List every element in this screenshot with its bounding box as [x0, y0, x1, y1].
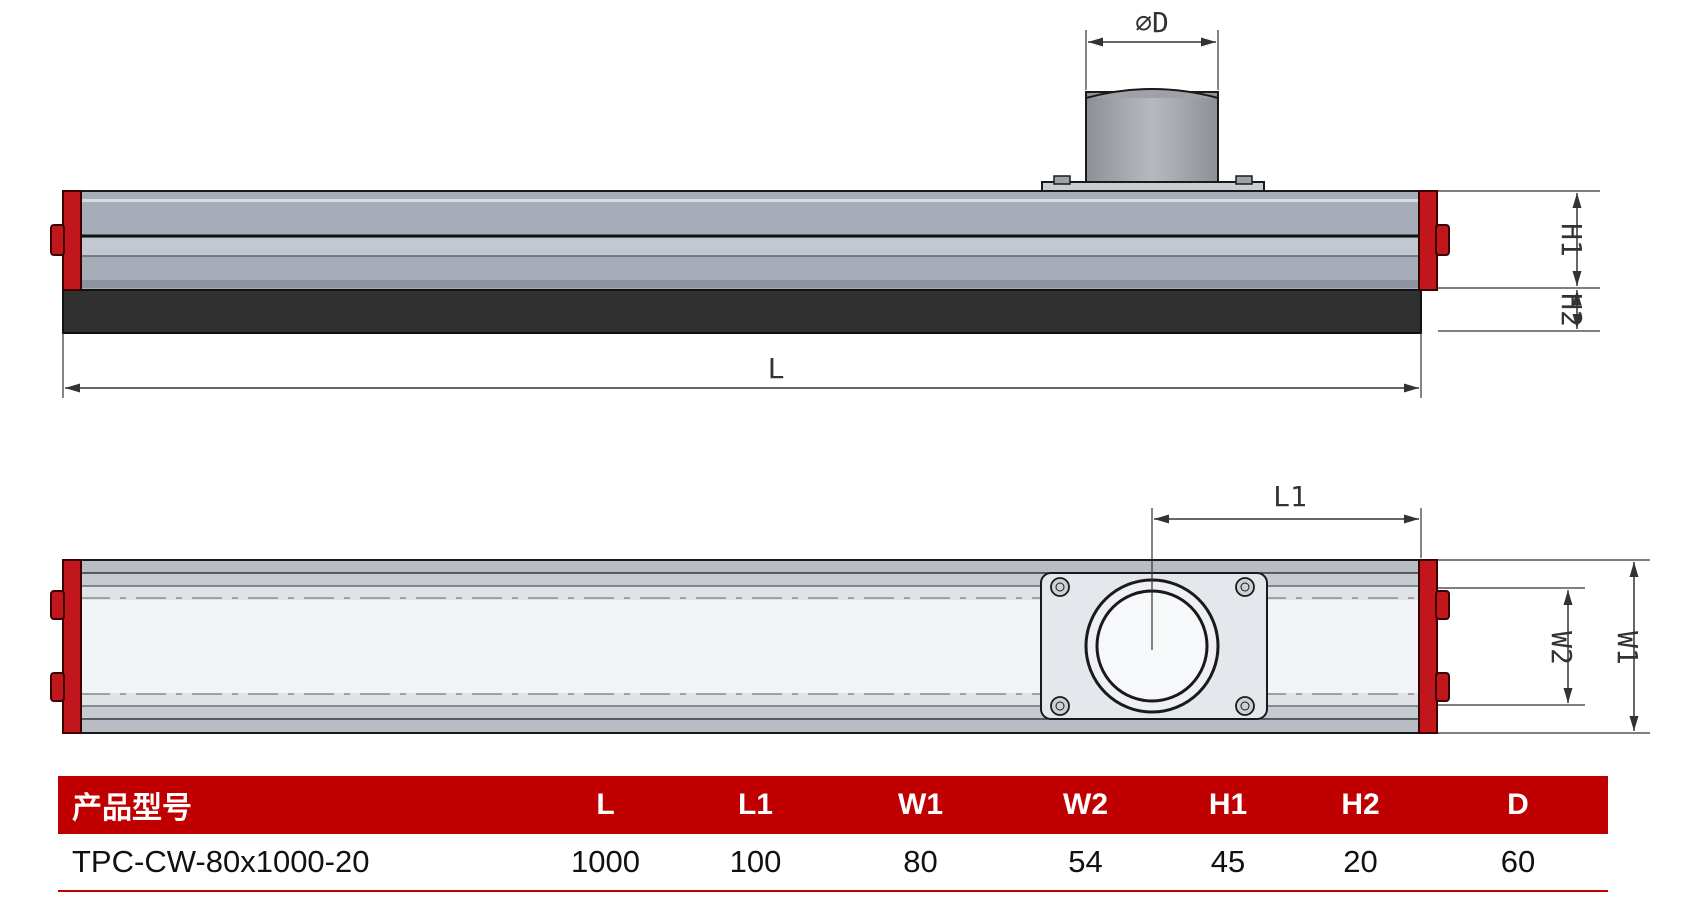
header-h2: H2 [1293, 776, 1428, 834]
dimension-l1: L1 [1151, 480, 1422, 650]
nozzle-flange [1040, 572, 1268, 720]
cell-l1: 100 [678, 834, 833, 892]
profile-body [79, 190, 1421, 291]
h2-label: H2 [1555, 293, 1588, 327]
top-end-cap-right [1418, 559, 1450, 734]
header-w2: W2 [1008, 776, 1163, 834]
dimension-length: L [62, 333, 1422, 398]
cell-h2: 20 [1293, 834, 1428, 892]
h1-label: H1 [1555, 223, 1588, 257]
top-end-cap-left [50, 559, 82, 734]
diameter-label: ∅D [1135, 6, 1169, 39]
header-l: L [533, 776, 678, 834]
w1-label: W1 [1611, 631, 1644, 665]
nozzle [1041, 88, 1265, 193]
table-row: TPC-CW-80x1000-20 1000 100 80 54 45 20 6… [58, 834, 1608, 892]
end-cap-left [50, 190, 82, 291]
cell-l: 1000 [533, 834, 678, 892]
length-label: L [768, 352, 785, 385]
dimension-width: W2 W1 [1438, 559, 1650, 734]
cell-w2: 54 [1008, 834, 1163, 892]
cell-model: TPC-CW-80x1000-20 [58, 834, 533, 892]
technical-drawing: ∅D L H1 H2 [50, 6, 1650, 734]
header-model: 产品型号 [58, 776, 533, 834]
header-w1: W1 [833, 776, 1008, 834]
l1-label: L1 [1273, 480, 1307, 513]
spec-table: 产品型号 L L1 W1 W2 H1 H2 D TPC-CW-80x1000-2… [58, 776, 1608, 892]
top-view: L1 W2 W1 [50, 480, 1650, 734]
dimension-diameter: ∅D [1085, 6, 1219, 90]
rubber-base [62, 289, 1422, 334]
cell-w1: 80 [833, 834, 1008, 892]
dimension-height: H1 H2 [1438, 190, 1600, 332]
table-header-row: 产品型号 L L1 W1 W2 H1 H2 D [58, 776, 1608, 834]
header-h1: H1 [1163, 776, 1293, 834]
w2-label: W2 [1545, 631, 1578, 665]
cell-d: 60 [1428, 834, 1608, 892]
header-l1: L1 [678, 776, 833, 834]
cell-h1: 45 [1163, 834, 1293, 892]
header-d: D [1428, 776, 1608, 834]
end-cap-right [1418, 190, 1450, 291]
side-view: ∅D L H1 H2 [50, 6, 1600, 398]
